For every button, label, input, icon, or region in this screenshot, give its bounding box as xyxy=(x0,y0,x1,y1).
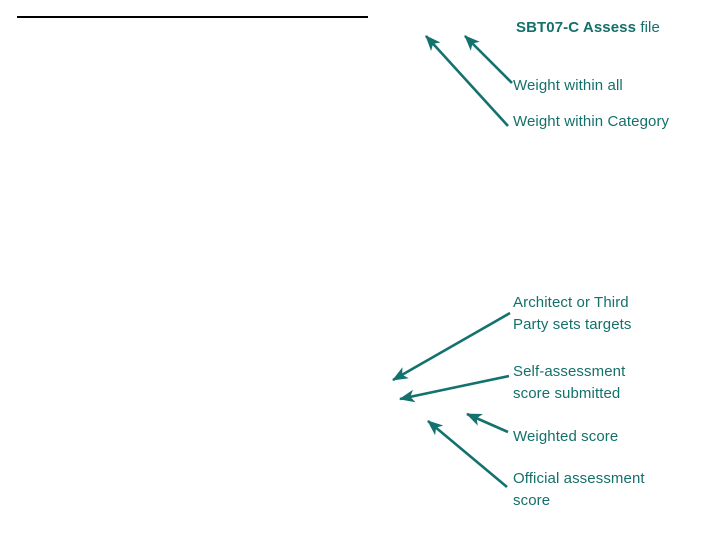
arrow-official-assessment-icon xyxy=(427,420,508,488)
callout-title-bold: SBT07-C Assess xyxy=(516,19,637,36)
arrow-self-assessment-icon xyxy=(398,374,510,403)
arrow-architect-sets-targets-icon xyxy=(392,311,511,382)
callout-weight-within-all: Weight within all xyxy=(513,77,623,94)
callout-weight-within-category: Weight within Category xyxy=(513,113,670,130)
arrow-weight-within-all-icon xyxy=(464,35,513,84)
arrow-weight-within-category-icon xyxy=(425,35,509,127)
callout-official-assessment: Official assessment score xyxy=(513,470,645,509)
arrow-weighted-score-icon xyxy=(466,412,509,434)
callout-self-assessment: Self-assessment score submitted xyxy=(513,363,626,402)
callout-weighted-score: Weighted score xyxy=(513,428,619,445)
callout-architect-sets-targets: Architect or Third Party sets targets xyxy=(513,294,632,333)
callout-title-regular: file xyxy=(636,19,660,36)
horizontal-rule xyxy=(17,16,368,18)
callout-title: SBT07-C Assess file xyxy=(516,18,716,38)
